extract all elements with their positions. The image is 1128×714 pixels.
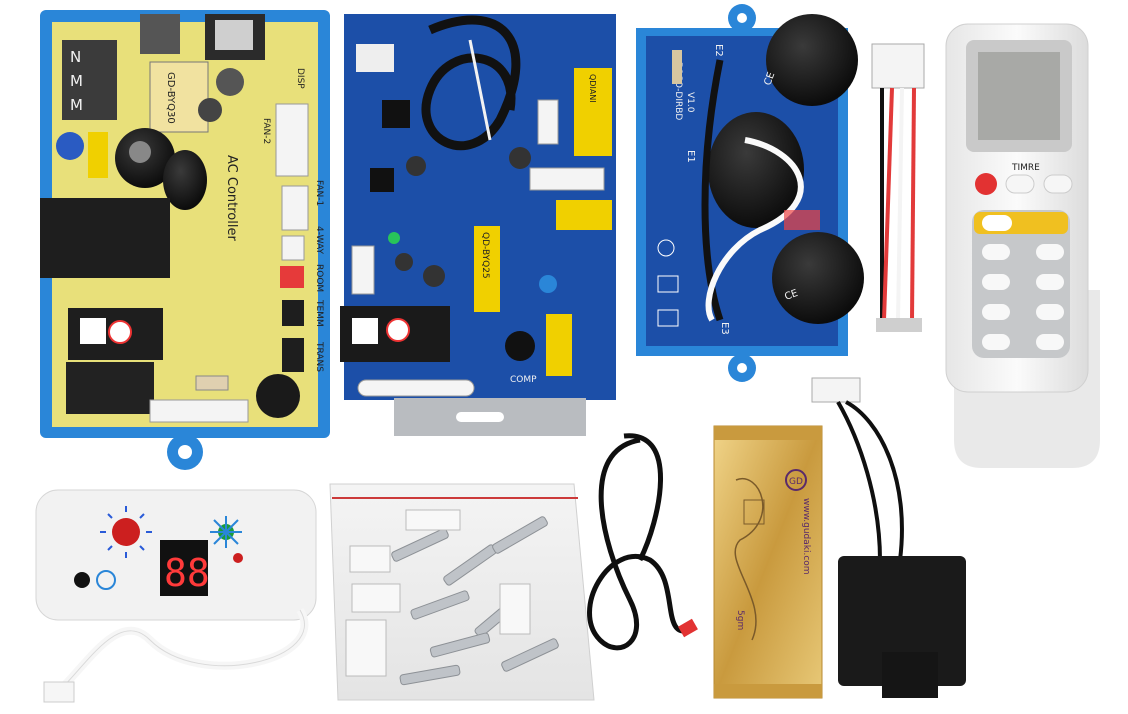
driver-model: QD-BYQ25 (480, 232, 490, 279)
port-temm: TEMM (314, 299, 324, 327)
port-comp: COMP (510, 375, 537, 385)
port-4way: 4-WAY (314, 226, 324, 254)
port-fan1: FAN-1 (314, 180, 324, 206)
main-board-title: AC Controller (224, 155, 239, 241)
cap-board-code: BOSO-DIRBD (673, 62, 683, 120)
panel-digits: 88 (164, 551, 210, 595)
temperature-sensor-cable (587, 433, 698, 651)
thermal-paste-packet: GD www.gudaki.com 5gm (713, 425, 823, 699)
packet-weight: 5gm (735, 610, 745, 630)
wall-display-panel: 88 (35, 489, 317, 703)
cap-board-mark-e2: E2 (713, 44, 724, 57)
terminal-m2-label: M (70, 96, 83, 114)
packet-url: www.gudaki.com (801, 498, 811, 575)
port-trans: TRANS (314, 341, 324, 372)
packet-logo: GD (789, 477, 803, 487)
power-button (975, 173, 997, 195)
terminal-m1-label: M (70, 72, 83, 90)
terminal-n-label: N (70, 48, 81, 66)
terminal-pin-bag (329, 483, 595, 701)
main-board-model: GD-BYQ30 (165, 72, 176, 124)
remote-button-grid (982, 244, 1064, 350)
port-fan2: FAN-2 (261, 118, 271, 144)
cap-board-version: V1.0 (685, 92, 695, 113)
remote-mode-text: TIMRE (1011, 163, 1040, 173)
port-room: ROOM (314, 264, 324, 292)
cap-mark-1: CE (762, 71, 777, 87)
main-controller-board: N M M GD-BYQ30 AC Controller DISP FA (40, 10, 330, 470)
cap-board-mark-e1: E1 (685, 150, 696, 163)
port-disp: DISP (295, 68, 305, 89)
cap-mark-2: CE (783, 288, 799, 303)
cap-board-mark-e3: E3 (719, 322, 730, 335)
remote-control: TIMRE (945, 23, 1100, 468)
driver-board: QDIANI QD-BYQ25 COMP (340, 14, 616, 436)
driver-brand: QDIANI (588, 74, 597, 103)
connector-wire-harness (871, 43, 925, 332)
capacitor-board: V1.0 BOSO-DIRBD E2 E1 E3 CE CE (636, 4, 864, 382)
motor-connector-box (811, 377, 966, 698)
